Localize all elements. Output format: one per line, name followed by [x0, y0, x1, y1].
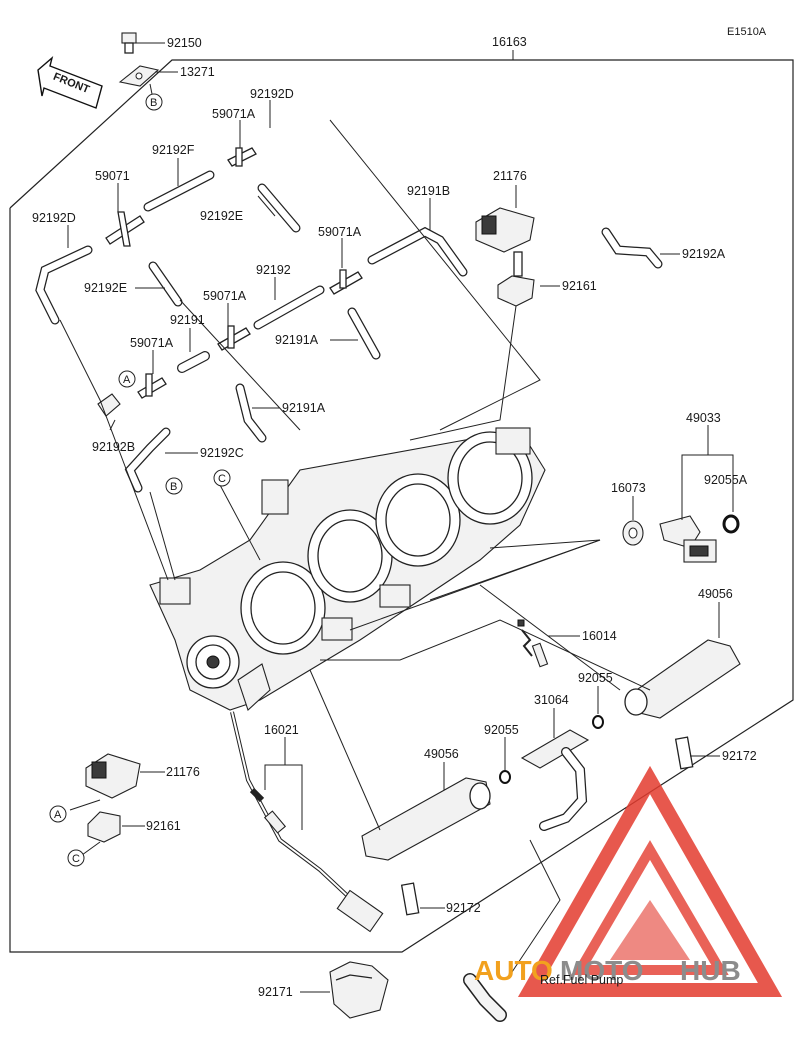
bolt-92150 [121, 32, 165, 54]
map-sensor-21176-low [85, 753, 141, 799]
callout-a-low: A [49, 805, 67, 823]
svg-text:B: B [150, 97, 157, 109]
label-92172-right: 92172 [722, 749, 757, 763]
callout-b-mid: B [165, 477, 183, 495]
callout-c-mid: C [213, 469, 231, 487]
label-92150: 92150 [167, 36, 202, 50]
label-92192E-top: 92192E [200, 209, 243, 223]
label-16014: 16014 [582, 629, 617, 643]
label-49033: 49033 [686, 411, 721, 425]
svg-text:C: C [72, 853, 80, 865]
label-59071A-low: 59071A [203, 289, 247, 303]
label-16163: 16163 [492, 35, 527, 49]
seal-16073 [622, 520, 644, 546]
svg-text:MOTO: MOTO [560, 955, 643, 986]
map-sensor-21176-top [475, 207, 535, 277]
label-21176-top: 21176 [493, 169, 527, 183]
label-92192C: 92192C [200, 446, 244, 460]
label-92192: 92192 [256, 263, 291, 277]
label-49056-left: 49056 [424, 747, 459, 761]
grommet-92161-top [497, 275, 535, 307]
svg-text:A: A [54, 809, 62, 821]
svg-text:C: C [218, 473, 226, 485]
label-92191B: 92191B [407, 184, 450, 198]
label-92192D-left: 92192D [32, 211, 76, 225]
label-92191A-low: 92191A [282, 401, 326, 415]
watermark-text: AUTO MOTO HUB [474, 955, 741, 986]
watermark-logo [517, 765, 783, 997]
assembly-frame [9, 50, 794, 953]
injector-49033 [659, 515, 717, 563]
label-92191A-mid: 92191A [275, 333, 319, 347]
callout-c-low: C [67, 849, 85, 867]
bracket-13271 [118, 65, 178, 95]
o-ring-92055A [722, 514, 740, 534]
label-92171: 92171 [258, 985, 293, 999]
svg-text:B: B [170, 481, 177, 493]
label-49056-right: 49056 [698, 587, 733, 601]
svg-text:HUB: HUB [680, 955, 741, 986]
svg-text:A: A [123, 374, 131, 386]
label-92191: 92191 [170, 313, 205, 327]
label-92192A: 92192A [682, 247, 726, 261]
fuel-rail-49056-right [624, 639, 741, 770]
label-59071A-mid: 59071A [318, 225, 362, 239]
label-92192B: 92192B [92, 440, 135, 454]
joint-31064 [520, 729, 590, 831]
fuel-pump-hose-ref [463, 973, 507, 1022]
callout-a-mid: A [118, 370, 136, 388]
label-92055-right: 92055 [578, 671, 613, 685]
grommet-92161-low [87, 811, 121, 843]
label-92192F: 92192F [152, 143, 195, 157]
label-59071A-top: 59071A [212, 107, 256, 121]
fuel-rail-49056-left [361, 777, 491, 916]
label-92161-top: 92161 [562, 279, 597, 293]
diagram-code: E1510A [727, 26, 767, 38]
callout-b-top: B [145, 93, 163, 111]
front-arrow-icon: FRONT [37, 56, 103, 109]
label-59071A-left: 59071A [130, 336, 174, 350]
label-92192D-top: 92192D [250, 87, 294, 101]
clip-92171 [329, 961, 389, 1019]
part-labels: 92150 13271 16163 92192D 59071A 92192F 5… [32, 35, 757, 999]
label-59071: 59071 [95, 169, 130, 183]
label-16073: 16073 [611, 481, 646, 495]
throttle-body-assembly [149, 427, 546, 711]
label-92161-low: 92161 [146, 819, 181, 833]
svg-text:AUTO: AUTO [474, 955, 553, 986]
label-92055-mid: 92055 [484, 723, 519, 737]
label-13271: 13271 [180, 65, 215, 79]
reference-note: Ref.Fuel Pump [540, 973, 623, 987]
label-16021: 16021 [264, 723, 299, 737]
o-ring-92055-right [592, 715, 604, 729]
o-ring-92055-mid [499, 770, 511, 784]
cable-16021 [230, 711, 384, 933]
label-92192E-left: 92192E [84, 281, 127, 295]
vacuum-hoses [35, 114, 663, 493]
label-92055A: 92055A [704, 473, 748, 487]
label-21176-low: 21176 [166, 765, 200, 779]
screw-16014 [517, 619, 549, 668]
label-92172-low: 92172 [446, 901, 481, 915]
leader-lines [59, 100, 734, 993]
label-31064: 31064 [534, 693, 569, 707]
